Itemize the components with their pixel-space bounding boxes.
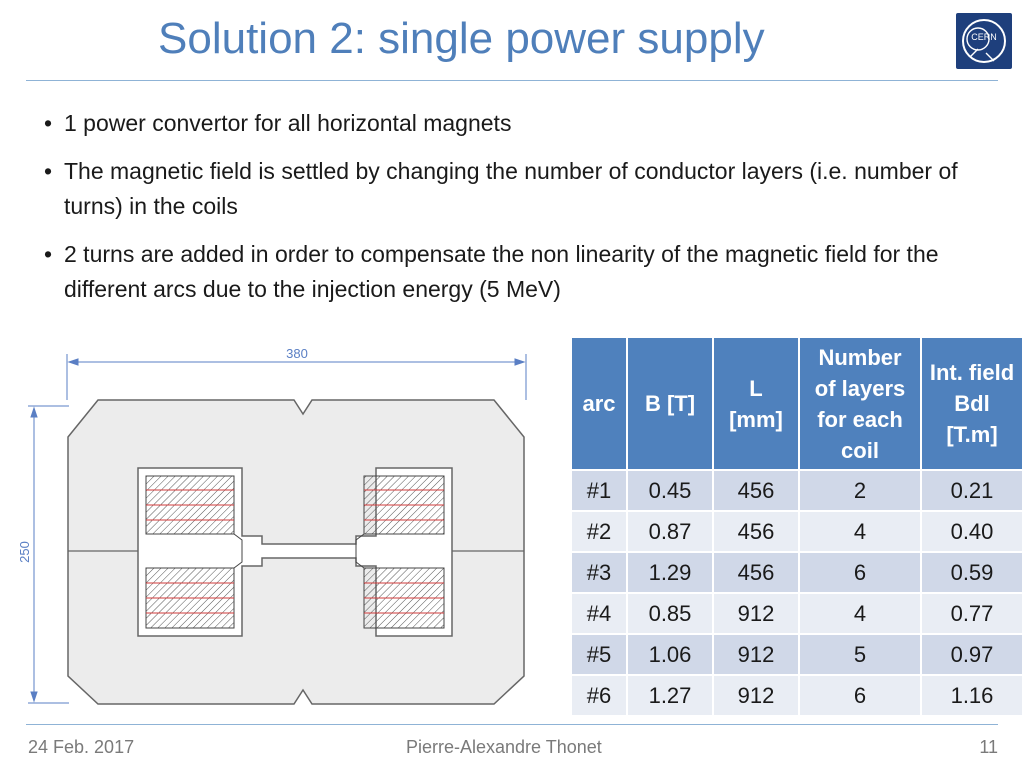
cell-b: 0.45	[627, 469, 714, 511]
bullet-dot-icon: •	[44, 241, 53, 267]
dimension-lines	[28, 354, 527, 704]
bullet-item: • 1 power convertor for all horizontal ma…	[44, 106, 1004, 141]
bullet-item: • 2 turns are added in order to compensat…	[44, 237, 1004, 307]
cern-logo-icon: CERN	[962, 19, 1006, 63]
cell-int-field: 0.59	[921, 551, 1024, 593]
cell-layers: 6	[799, 674, 922, 715]
cell-int-field: 0.40	[921, 510, 1024, 552]
cell-b: 0.85	[627, 592, 714, 634]
bullet-dot-icon: •	[44, 110, 53, 136]
cell-layers: 5	[799, 633, 922, 675]
cell-arc: #2	[572, 510, 628, 552]
width-dimension-label: 380	[286, 346, 308, 361]
height-dimension-label: 250	[17, 541, 32, 563]
slide-title: Solution 2: single power supply	[158, 14, 765, 63]
cell-l: 456	[713, 510, 800, 552]
magnet-cross-section-drawing: 380 250	[17, 346, 527, 705]
bullet-item: • The magnetic field is settled by changi…	[44, 154, 1004, 224]
header-int-field: Int. field Bdl [T.m]	[921, 338, 1024, 470]
cell-b: 1.06	[627, 633, 714, 675]
bullet-text: 2 turns are added in order to compensate…	[64, 241, 939, 302]
cern-logo: CERN	[956, 13, 1012, 69]
table-row: #3 1.29 456 6 0.59	[572, 551, 1024, 593]
header-b: B [T]	[627, 338, 714, 470]
table-row: #2 0.87 456 4 0.40	[572, 510, 1024, 552]
cell-b: 1.29	[627, 551, 714, 593]
cell-arc: #6	[572, 674, 628, 715]
header-l: L [mm]	[713, 338, 800, 470]
footer-author: Pierre-Alexandre Thonet	[406, 737, 602, 757]
header-layers: Number of layers for each coil	[799, 338, 922, 470]
cell-arc: #3	[572, 551, 628, 593]
cell-layers: 4	[799, 510, 922, 552]
coil-layer-lines	[146, 489, 444, 614]
cell-layers: 4	[799, 592, 922, 634]
cell-int-field: 0.77	[921, 592, 1024, 634]
table-row: #6 1.27 912 6 1.16	[572, 674, 1024, 715]
footer-divider	[26, 724, 998, 725]
header-arc: arc	[572, 338, 628, 470]
cell-l: 912	[713, 674, 800, 715]
table-header-row: arc B [T] L [mm] Number of layers for ea…	[572, 338, 1024, 470]
cell-arc: #1	[572, 469, 628, 511]
cell-int-field: 1.16	[921, 674, 1024, 715]
table-row: #5 1.06 912 5 0.97	[572, 633, 1024, 675]
table-row: #4 0.85 912 4 0.77	[572, 592, 1024, 634]
cell-layers: 6	[799, 551, 922, 593]
cell-int-field: 0.21	[921, 469, 1024, 511]
bullet-dot-icon: •	[44, 158, 53, 184]
cell-b: 0.87	[627, 510, 714, 552]
cell-arc: #4	[572, 592, 628, 634]
cell-l: 912	[713, 592, 800, 634]
footer-page-number: 11	[979, 737, 998, 757]
cell-arc: #5	[572, 633, 628, 675]
title-divider	[26, 80, 998, 81]
cell-int-field: 0.97	[921, 633, 1024, 675]
cell-l: 456	[713, 469, 800, 511]
bullet-list: • 1 power convertor for all horizontal ma…	[44, 106, 1004, 320]
cell-l: 456	[713, 551, 800, 593]
cell-layers: 2	[799, 469, 922, 511]
magnet-parameters-table: arc B [T] L [mm] Number of layers for ea…	[572, 338, 1024, 715]
cell-l: 912	[713, 633, 800, 675]
bullet-text: 1 power convertor for all horizontal mag…	[64, 110, 512, 136]
cell-b: 1.27	[627, 674, 714, 715]
cern-logo-text: CERN	[971, 32, 997, 42]
footer-date: 24 Feb. 2017	[28, 737, 135, 757]
table-row: #1 0.45 456 2 0.21	[572, 469, 1024, 511]
bullet-text: The magnetic field is settled by changin…	[64, 158, 958, 219]
